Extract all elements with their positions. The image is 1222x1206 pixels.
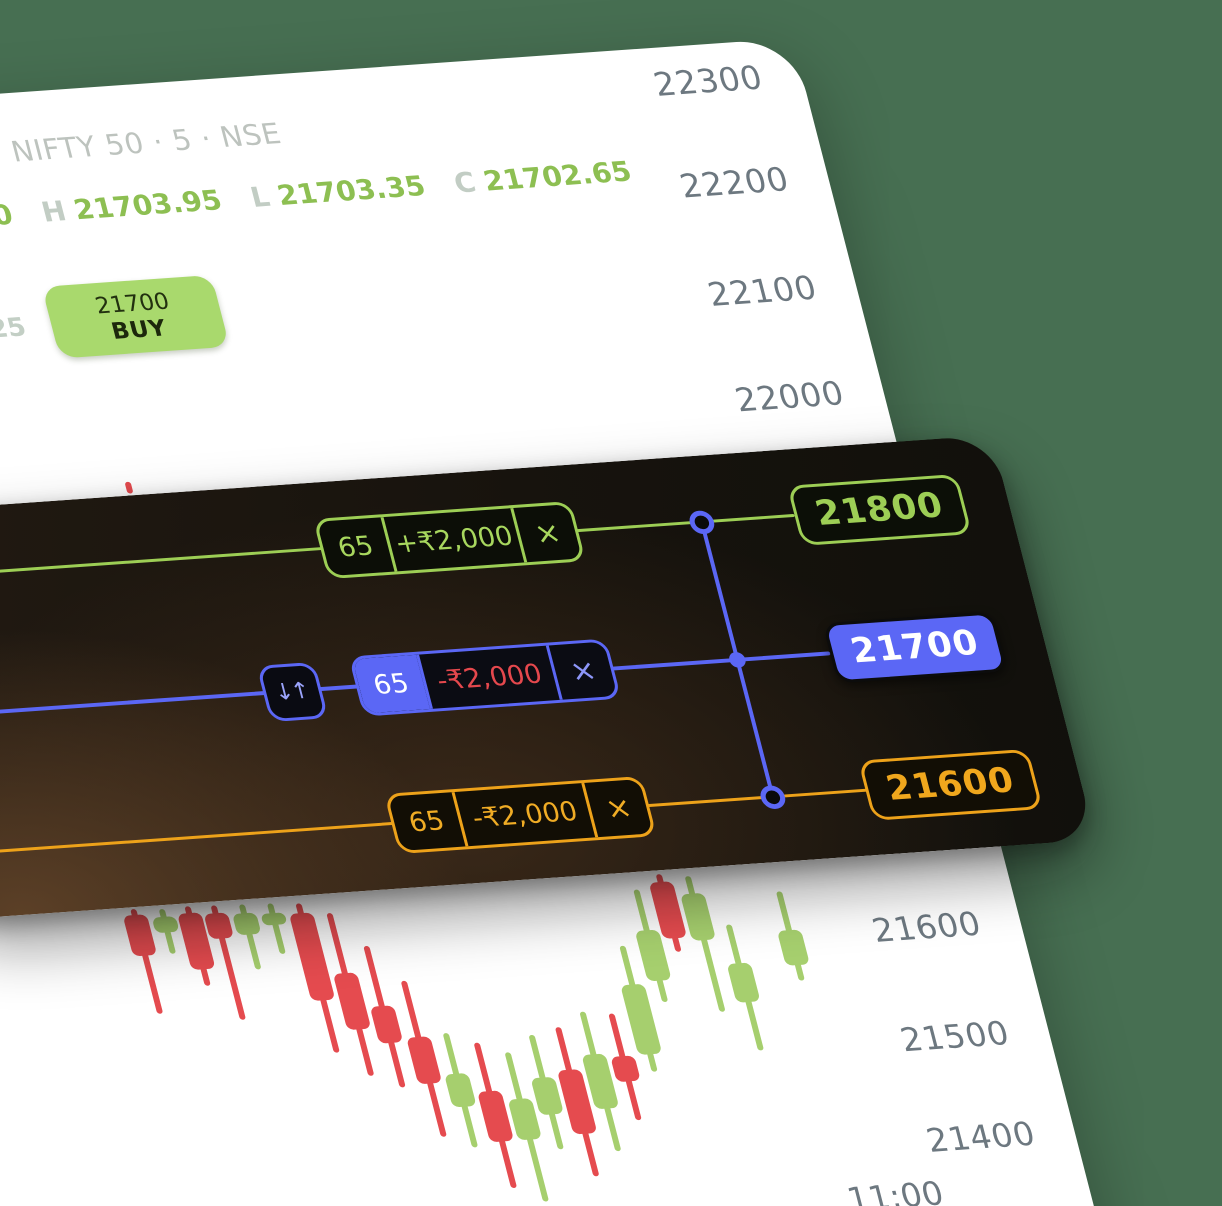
candle-green (726, 962, 761, 1003)
candle-green (776, 929, 810, 966)
order-pill-21700[interactable]: 65 -₹2,000 × (348, 638, 622, 717)
orders-overlay-panel: 65 +₹2,000 × ↓↑ 65 -₹2,000 × 65 -₹2,000 … (0, 435, 1096, 920)
candle-green (620, 983, 663, 1056)
buy-button[interactable]: 21700 BUY (41, 274, 230, 359)
close-order-icon[interactable]: × (510, 504, 583, 563)
price-tag-21700[interactable]: 21700 (822, 611, 1008, 684)
candle-red (369, 1005, 404, 1044)
candle-red (477, 1090, 515, 1143)
candle-red (332, 972, 372, 1031)
candle-red (610, 1055, 641, 1083)
swap-order-button[interactable]: ↓↑ (256, 661, 329, 723)
candle-green (444, 1072, 477, 1108)
candle-red (406, 1036, 443, 1085)
price-tag-21800[interactable]: 21800 (786, 473, 973, 546)
order-pill-21800[interactable]: 65 +₹2,000 × (312, 501, 586, 580)
candle-red (288, 912, 336, 1002)
candle-green (266, 903, 286, 955)
ohlc-open-fragment: 0 (0, 198, 17, 232)
connector-node-top[interactable] (686, 509, 717, 535)
candle-green (151, 916, 180, 934)
order-pnl: -₹2,000 (416, 645, 560, 709)
buy-button-label: BUY (108, 315, 170, 345)
close-order-icon[interactable]: × (581, 779, 654, 838)
candle-green (232, 912, 262, 936)
price-tag-21600[interactable]: 21600 (857, 748, 1044, 821)
swap-arrows-icon: ↓↑ (271, 678, 311, 706)
candle-red (122, 914, 158, 957)
connector-node-middle[interactable] (727, 651, 748, 669)
candle-red (124, 481, 134, 494)
close-order-icon[interactable]: × (545, 641, 618, 700)
candle-green (530, 1076, 564, 1116)
connector-node-bottom[interactable] (757, 784, 788, 810)
order-pnl: -₹2,000 (451, 783, 596, 847)
buy-button-price: 21700 (92, 288, 173, 319)
order-pill-21600[interactable]: 65 -₹2,000 × (383, 775, 657, 855)
order-pnl: +₹2,000 (380, 508, 525, 572)
candle-green (260, 912, 288, 926)
candle-red (203, 912, 235, 940)
